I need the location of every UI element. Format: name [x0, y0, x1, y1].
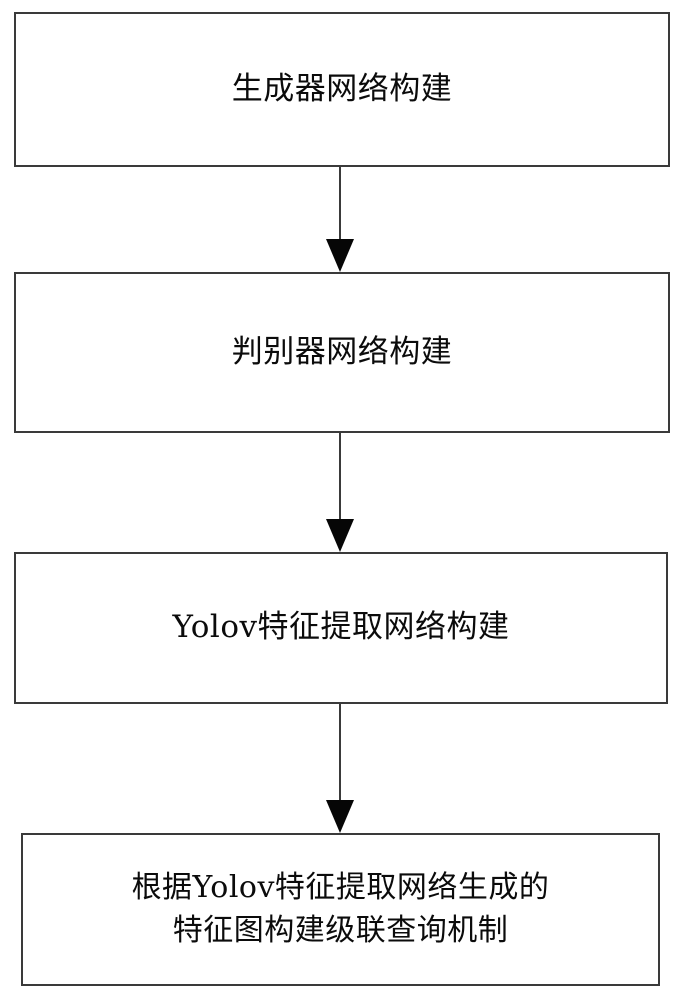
flow-node-cascade-query[interactable]: 根据Yolov特征提取网络生成的 特征图构建级联查询机制 — [21, 833, 660, 986]
flow-node-generator-label: 生成器网络构建 — [231, 70, 453, 107]
arrow-head-down-icon — [326, 800, 354, 833]
arrow-stem — [339, 167, 341, 239]
flow-node-generator[interactable]: 生成器网络构建 — [14, 12, 670, 167]
flow-node-discriminator[interactable]: 判别器网络构建 — [14, 272, 670, 433]
flow-node-cascade-query-label: 根据Yolov特征提取网络生成的 特征图构建级联查询机制 — [131, 869, 550, 948]
flow-node-yolov-feature[interactable]: Yolov特征提取网络构建 — [14, 552, 668, 704]
arrow-stem — [339, 704, 341, 800]
arrow-stem — [339, 433, 341, 519]
flow-node-yolov-feature-label: Yolov特征提取网络构建 — [172, 609, 510, 646]
arrow-head-down-icon — [326, 239, 354, 272]
arrow-head-down-icon — [326, 519, 354, 552]
flow-node-discriminator-label: 判别器网络构建 — [231, 333, 453, 370]
